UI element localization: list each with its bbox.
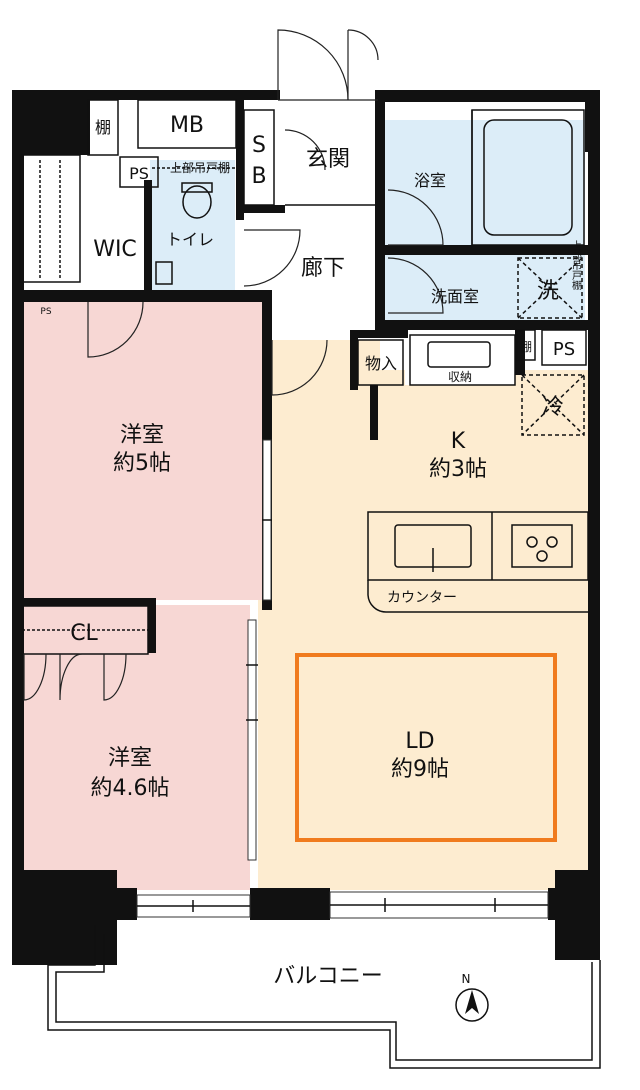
fridge-space [521, 374, 585, 436]
ld-outline [295, 653, 557, 842]
ps-toilet-box [119, 156, 159, 188]
western-room-2-floor [20, 605, 250, 890]
mb-box [137, 99, 237, 149]
north-compass-icon [455, 988, 489, 1022]
bathroom-floor [385, 120, 585, 245]
kitchen-size: 約3帖 [429, 457, 487, 482]
toilet-floor [150, 160, 235, 290]
ps-kitchen-box [541, 329, 587, 366]
western-room-1-floor [20, 300, 265, 600]
shelf-kitchen-box [516, 329, 536, 361]
kitchen-ld-floor [258, 340, 590, 890]
entrance-inner-door [284, 129, 326, 171]
closet-label: CL [70, 621, 98, 646]
north-label: N [462, 972, 471, 986]
toilet-bowl-icon [181, 182, 213, 219]
room1-name: 洋室 [120, 423, 164, 448]
kitchen-counter [367, 511, 589, 581]
ps-wic-label: PS [40, 307, 51, 317]
room2-size: 約4.6帖 [91, 776, 170, 801]
corridor-label: 廊下 [301, 256, 345, 281]
wic-label: WIC [93, 237, 137, 262]
room1-door [271, 339, 328, 396]
storage-label: 収納 [448, 370, 472, 384]
shelf-top-label: 棚 [95, 118, 111, 137]
closet-doors [23, 653, 127, 701]
shoe-box-s: S [252, 133, 266, 158]
ps-toilet-label: PS [129, 164, 149, 183]
counter-bar [367, 580, 588, 613]
small-storage-box [357, 339, 404, 386]
bath-label: 浴室 [414, 171, 446, 190]
room1-size: 約5帖 [113, 451, 171, 476]
shoe-box-b: B [251, 164, 266, 189]
entrance-door [277, 29, 379, 206]
toilet-upper-shelf-label: 上部吊戸棚 [170, 160, 230, 175]
entrance-label: 玄関 [306, 147, 350, 172]
shelf-kitchen-label: 棚 [520, 339, 532, 354]
storage-sink-icon [427, 341, 491, 368]
washroom-door [387, 257, 444, 314]
balcony-inner-outline [55, 934, 593, 1061]
shelf-top-box [87, 99, 119, 156]
toilet-door [243, 229, 301, 287]
shoe-box [243, 109, 275, 206]
counter-label: カウンター [387, 590, 457, 606]
ld-name: LD [405, 729, 434, 754]
kitchen-storage-floor [405, 330, 515, 385]
small-storage-label: 物入 [365, 354, 397, 373]
washroom-label: 洗面室 [431, 287, 479, 306]
wic-door [87, 301, 144, 358]
walls [12, 90, 600, 965]
washer-space [517, 257, 583, 319]
wic-closet [19, 154, 81, 283]
fridge-label: 冷 [542, 395, 564, 420]
room2-name: 洋室 [108, 746, 152, 771]
washer-label: 洗 [537, 279, 559, 304]
stove-icon [511, 524, 573, 568]
wash-upper-shelf-label: 上部吊戸棚 [570, 240, 582, 291]
toilet-label: トイレ [166, 230, 214, 249]
storage-box [409, 334, 516, 386]
balcony-windows [136, 891, 549, 919]
mb-label: MB [170, 113, 204, 138]
ps-kitchen-label: PS [553, 339, 575, 360]
balcony-outline [47, 925, 601, 1069]
kitchen-name: K [451, 429, 466, 454]
balcony-label: バルコニー [273, 964, 383, 989]
bath-door [387, 189, 444, 246]
ld-size: 約9帖 [391, 757, 449, 782]
room2-sliding-door [247, 619, 257, 861]
toilet-sink-icon [155, 261, 173, 285]
